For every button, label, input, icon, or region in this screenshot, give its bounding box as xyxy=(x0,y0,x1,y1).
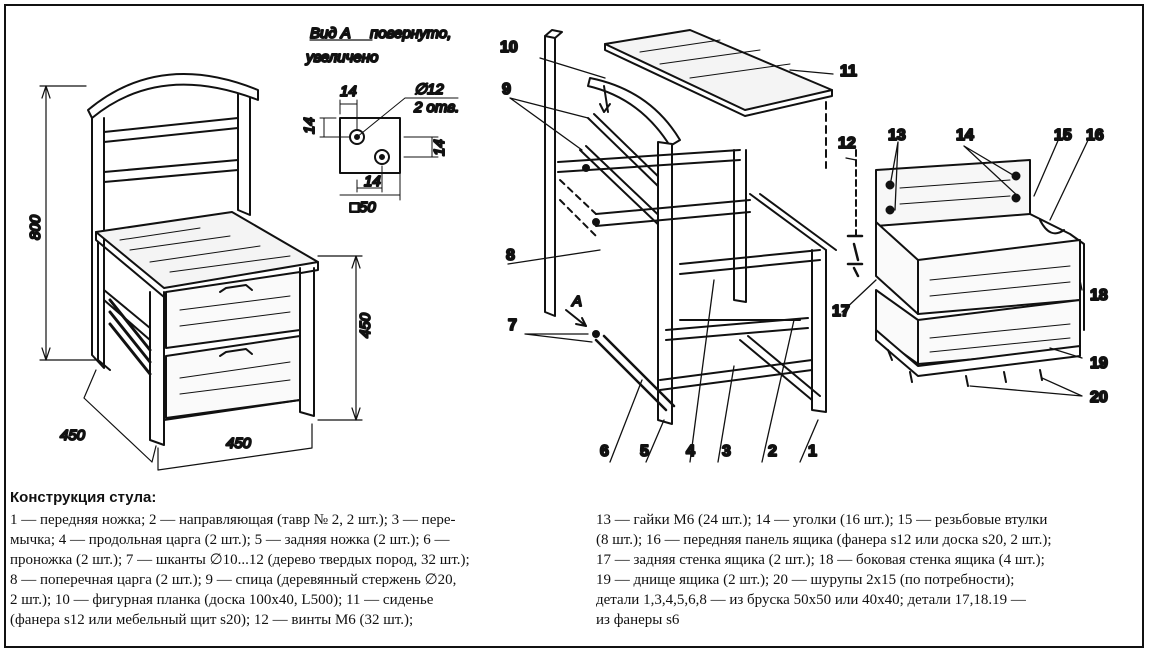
dim-14-top: 14 xyxy=(340,83,357,100)
stretcher-6 xyxy=(594,334,676,412)
part-label-10: 10 xyxy=(500,39,518,56)
dim-width-line xyxy=(157,423,313,471)
legend-left-column: 1 — передняя ножка; 2 — направляющая (та… xyxy=(10,510,470,630)
legend-line: мычка; 4 — продольная царга (2 шт.); 5 —… xyxy=(10,532,450,548)
curved-plank-10 xyxy=(587,77,681,147)
dim-14-right: 14 xyxy=(431,139,448,156)
dim-chair-width: 450 xyxy=(226,435,252,452)
part-label-9: 9 xyxy=(502,81,511,98)
dim-holes-count: 2 отв. xyxy=(413,99,459,116)
drawer-bottom-19 xyxy=(875,329,1081,377)
legend-title: Конструкция стула: xyxy=(10,489,157,506)
drawer-front-16 xyxy=(1029,213,1085,331)
legend-line: 19 — днище ящика (2 шт.); 20 — шурупы 2х… xyxy=(596,572,1015,588)
part-label-3: 3 xyxy=(722,443,731,460)
bracket-plate xyxy=(339,117,401,174)
view-a-title-group: Вид А повернуто, увеличено xyxy=(304,24,452,67)
back-leg-5-left xyxy=(544,35,556,317)
part-label-15: 15 xyxy=(1054,127,1072,144)
upper-drawer xyxy=(165,271,301,349)
part-label-11: 11 xyxy=(840,63,857,80)
exploded-drawer xyxy=(846,149,1085,387)
legend-right-column: 13 — гайки М6 (24 шт.); 14 — уголки (16 … xyxy=(596,510,1052,630)
dim-chair-depth: 450 xyxy=(357,312,374,338)
legend-line: 13 — гайки М6 (24 шт.); 14 — уголки (16 … xyxy=(596,512,1048,528)
part-label-13: 13 xyxy=(888,127,906,144)
spoke-9a xyxy=(587,113,667,189)
dim-14-bottom: 14 xyxy=(364,173,381,190)
legend-line: проножка (2 шт.); 7 — шканты ∅10...12 (д… xyxy=(10,552,470,568)
back-slat-2 xyxy=(103,159,239,183)
dim-square: □50 xyxy=(350,199,376,216)
part-label-7: 7 xyxy=(508,317,517,334)
part-number-labels: 1 2 3 4 5 6 7 8 9 10 11 12 13 14 15 16 1… xyxy=(499,38,1109,461)
back-leg-right xyxy=(237,91,251,216)
drawer-back-17 xyxy=(875,159,1031,227)
view-a-rotated: повернуто, xyxy=(370,25,451,42)
part-label-19: 19 xyxy=(1090,355,1108,372)
part-label-5: 5 xyxy=(640,443,649,460)
legend: Конструкция стула: 1 — передняя ножка; 2… xyxy=(10,488,1135,638)
back-leg-left xyxy=(91,111,105,369)
part-label-2: 2 xyxy=(768,443,777,460)
crossbar-3 xyxy=(659,359,813,391)
dim-side-depth-line xyxy=(83,369,157,463)
exploded-frame xyxy=(544,29,837,425)
dim-depth-line xyxy=(317,255,363,421)
part-label-8: 8 xyxy=(506,247,515,264)
dim-chair-height: 800 xyxy=(27,214,44,240)
dim-hole-diameter: ∅12 xyxy=(414,81,444,98)
rail-4 xyxy=(665,317,809,341)
guide-2 xyxy=(733,149,747,303)
legend-line: 2 шт.); 10 — фигурная планка (доска 100х… xyxy=(10,592,434,608)
legend-line: 17 — задняя стенка ящика (2 шт.); 18 — б… xyxy=(596,552,1045,568)
part-label-6: 6 xyxy=(600,443,609,460)
part-label-17: 17 xyxy=(832,303,850,320)
view-a-detail xyxy=(309,39,459,201)
screws-20 xyxy=(887,349,1043,387)
dim-height-line xyxy=(39,85,97,361)
leader-lines xyxy=(507,57,1091,463)
back-leg-5-right xyxy=(657,141,673,425)
back-top-rail xyxy=(87,73,259,119)
part-label-14: 14 xyxy=(956,127,974,144)
part-label-12: 12 xyxy=(838,135,856,152)
legend-line: (фанера s12 или мебельный щит s20); 12 —… xyxy=(10,612,414,628)
part-label-1: 1 xyxy=(808,443,817,460)
dim-14-left: 14 xyxy=(301,117,318,134)
legend-line: детали 1,3,4,5,6,8 — из бруска 50х50 или… xyxy=(596,592,1026,608)
front-leg-left xyxy=(149,291,165,446)
hole-2 xyxy=(374,149,390,165)
part-label-16: 16 xyxy=(1086,127,1104,144)
assembled-chair xyxy=(39,73,363,471)
back-slat-1 xyxy=(103,117,239,143)
front-leg-1 xyxy=(811,249,827,413)
front-leg-right xyxy=(299,267,315,417)
legend-line: (8 шт.); 16 — передняя панель ящика (фан… xyxy=(596,532,1052,548)
part-label-4: 4 xyxy=(686,443,695,460)
chair-dimension-labels: 800 450 450 450 xyxy=(26,213,375,453)
dim-chair-side-depth: 450 xyxy=(60,427,86,444)
detail-dimension-labels: 14 14 14 14 ∅12 2 отв. □50 xyxy=(300,80,460,217)
arrow-a-label: A xyxy=(571,293,582,310)
part-label-18: 18 xyxy=(1090,287,1108,304)
part-label-20: 20 xyxy=(1090,389,1108,406)
view-a-title: Вид А xyxy=(310,25,351,42)
legend-line: 1 — передняя ножка; 2 — направляющая (та… xyxy=(10,512,456,528)
legend-line: 8 — поперечная царга (2 шт.); 9 — спица … xyxy=(10,572,457,588)
view-a-enlarged: увеличено xyxy=(305,49,378,66)
legend-line: из фанеры s6 xyxy=(596,612,680,628)
spoke-9b xyxy=(579,145,671,231)
